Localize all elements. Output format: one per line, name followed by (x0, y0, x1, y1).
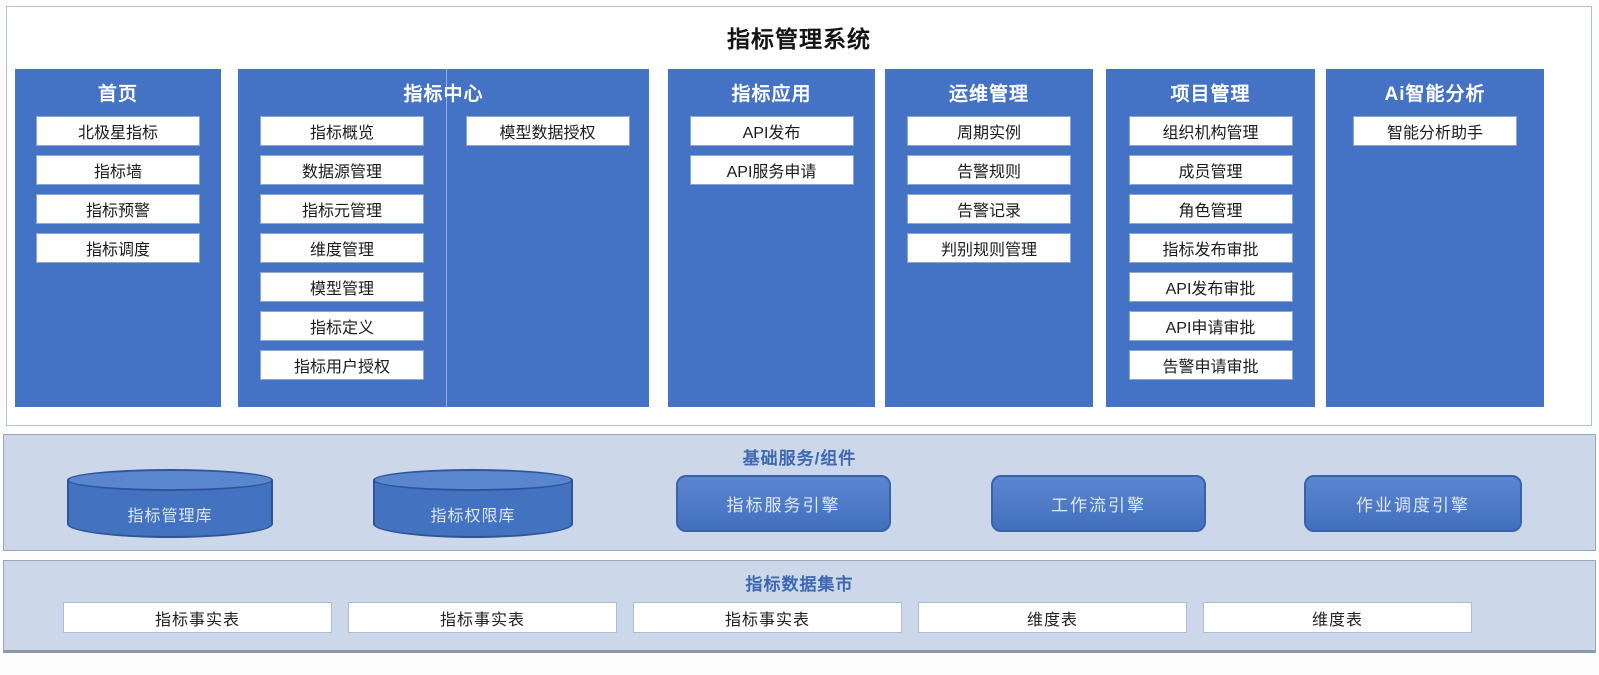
column-header: 指标应用 (731, 84, 812, 105)
module-item: 指标调度 (36, 233, 200, 263)
module-item: 成员管理 (1128, 155, 1293, 185)
module-item: 角色管理 (1128, 194, 1293, 224)
module-item: 指标概览 (260, 116, 424, 146)
module-item: 模型数据授权 (465, 116, 630, 146)
module-item: 告警记录 (907, 194, 1071, 224)
database-cylinder: 指标权限库 (373, 469, 573, 538)
table-box: 指标事实表 (63, 602, 332, 633)
services-band-title: 基础服务/组件 (742, 449, 857, 468)
module-item: 指标发布审批 (1128, 233, 1293, 263)
system-title: 指标管理系统 (727, 26, 871, 52)
database-cylinder: 指标管理库 (67, 469, 273, 538)
column-indicator-center: 指标中心 指标概览 数据源管理 指标元管理 维度管理 模型管理 指标定义 指标用… (238, 69, 649, 407)
module-item: 告警申请审批 (1128, 350, 1293, 380)
engine-box: 工作流引擎 (991, 475, 1206, 532)
cylinder-top (373, 469, 573, 491)
datamart-band-title: 指标数据集市 (745, 575, 854, 594)
module-item: 指标定义 (260, 311, 424, 341)
column-indicator-application: 指标应用 API发布 API服务申请 (668, 69, 875, 407)
column-header: 运维管理 (948, 84, 1029, 105)
datamart-band: 指标数据集市 指标事实表 指标事实表 指标事实表 维度表 维度表 (3, 560, 1596, 653)
module-item: 北极星指标 (36, 116, 200, 146)
system-panel: 指标管理系统 首页 北极星指标 指标墙 指标预警 指标调度 指标中心 指标概览 … (6, 6, 1592, 426)
column-home: 首页 北极星指标 指标墙 指标预警 指标调度 (15, 69, 221, 407)
module-item: 维度管理 (260, 233, 424, 263)
module-item: API服务申请 (689, 155, 854, 185)
module-item: 判别规则管理 (907, 233, 1071, 263)
module-item: API发布审批 (1128, 272, 1293, 302)
column-header: Ai智能分析 (1384, 84, 1486, 105)
module-item: 数据源管理 (260, 155, 424, 185)
engine-box: 指标服务引擎 (676, 475, 891, 532)
services-band: 基础服务/组件 指标管理库 指标权限库 指标服务引擎 工作流引擎 作业调度引擎 (3, 434, 1596, 551)
engine-box: 作业调度引擎 (1304, 475, 1522, 532)
cylinder-top (67, 469, 273, 491)
column-ai-analysis: Ai智能分析 智能分析助手 (1326, 69, 1544, 407)
column-header: 首页 (97, 84, 138, 105)
module-item: 模型管理 (260, 272, 424, 302)
table-box: 指标事实表 (633, 602, 902, 633)
column-header: 指标中心 (403, 84, 484, 105)
module-item: API发布 (689, 116, 854, 146)
indicator-center-right: 模型数据授权 (446, 116, 649, 389)
module-item: 告警规则 (907, 155, 1071, 185)
table-box: 维度表 (1203, 602, 1472, 633)
indicator-center-body: 指标概览 数据源管理 指标元管理 维度管理 模型管理 指标定义 指标用户授权 模… (238, 116, 649, 389)
module-item: 指标预警 (36, 194, 200, 224)
column-operations: 运维管理 周期实例 告警规则 告警记录 判别规则管理 (885, 69, 1093, 407)
datamart-tables-row: 指标事实表 指标事实表 指标事实表 维度表 维度表 (63, 602, 1472, 633)
database-label: 指标管理库 (127, 508, 213, 525)
database-label: 指标权限库 (430, 508, 516, 525)
module-item: 组织机构管理 (1128, 116, 1293, 146)
module-item: 指标元管理 (260, 194, 424, 224)
column-header: 项目管理 (1170, 84, 1251, 105)
table-box: 维度表 (918, 602, 1187, 633)
module-item: 智能分析助手 (1353, 116, 1517, 146)
indicator-center-left: 指标概览 数据源管理 指标元管理 维度管理 模型管理 指标定义 指标用户授权 (238, 116, 446, 389)
column-divider (446, 69, 447, 407)
module-item: 指标墙 (36, 155, 200, 185)
module-item: 指标用户授权 (260, 350, 424, 380)
table-box: 指标事实表 (348, 602, 617, 633)
module-item: 周期实例 (907, 116, 1071, 146)
column-project-management: 项目管理 组织机构管理 成员管理 角色管理 指标发布审批 API发布审批 API… (1106, 69, 1315, 407)
module-item: API申请审批 (1128, 311, 1293, 341)
